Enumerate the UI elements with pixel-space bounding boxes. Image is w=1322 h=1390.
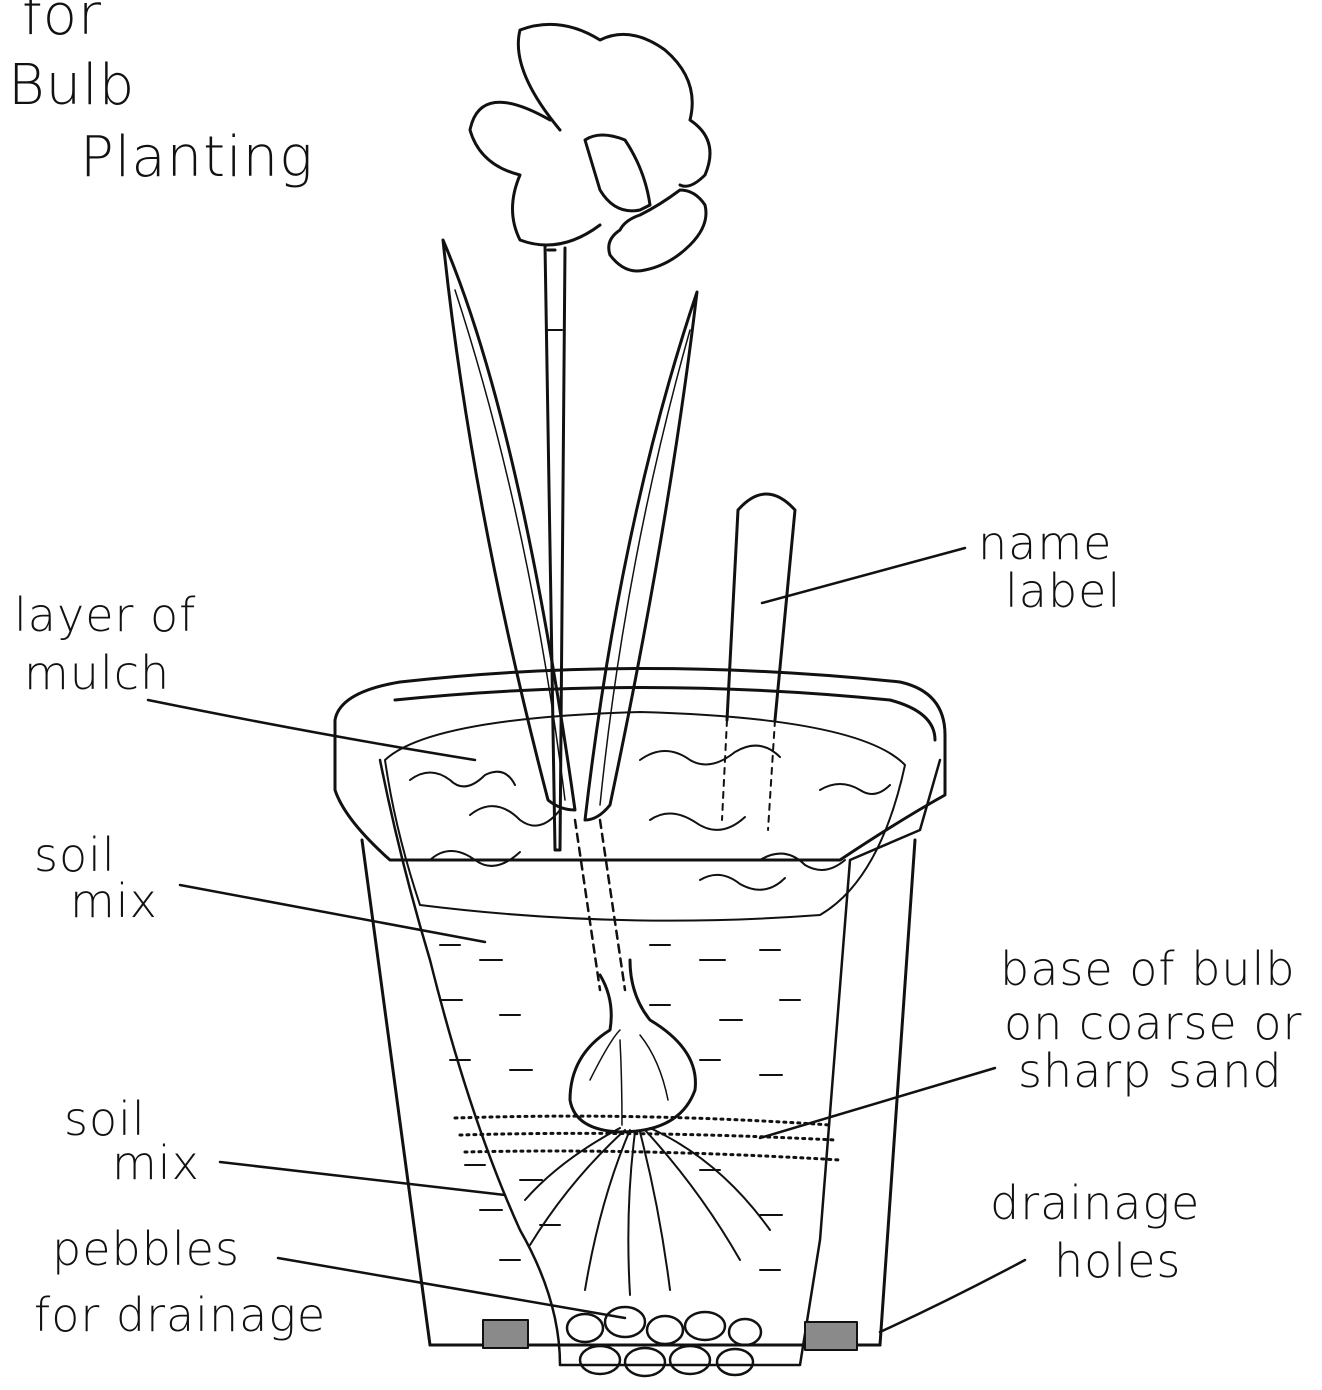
leader-name-label [762, 548, 965, 603]
mulch-layer [385, 712, 905, 921]
title-line-1: for [22, 0, 102, 44]
leader-pebbles [278, 1258, 625, 1318]
daffodil-stem [545, 245, 565, 850]
mulch-label-line-1: layer of [14, 592, 196, 638]
base-of-bulb-line-2: on coarse or [1004, 1000, 1302, 1046]
soil-mix-lower-line-2: mix [112, 1140, 200, 1186]
pebbles-line-2: for drainage [34, 1292, 326, 1338]
leader-soil-mix-lower [220, 1162, 505, 1195]
daffodil-leaves [443, 240, 697, 820]
mulch-label-line-2: mulch [24, 650, 170, 696]
bulb [570, 960, 695, 1132]
base-of-bulb-line-1: base of bulb [1000, 946, 1296, 992]
name-label-line-2: label [1005, 568, 1121, 614]
name-label-line-1: name [978, 520, 1112, 566]
leader-base-of-bulb [760, 1068, 995, 1138]
drainage-holes-line-1: drainage [990, 1180, 1200, 1226]
soil-mix-upper-line-2: mix [70, 878, 158, 924]
soil-mix-upper-line-1: soil [34, 832, 116, 878]
leader-drainage-holes [880, 1260, 1025, 1332]
base-of-bulb-line-3: sharp sand [1018, 1048, 1283, 1094]
leader-mulch [148, 700, 475, 760]
leader-lines [148, 548, 1025, 1332]
sand-layer [455, 1116, 840, 1160]
title-line-2: Bulb [8, 58, 135, 114]
leader-soil-mix-upper [180, 885, 485, 942]
daffodil-flower [470, 24, 710, 271]
title-line-3: Planting [80, 130, 314, 186]
drainage-holes-line-2: holes [1054, 1238, 1181, 1284]
soil-mix-texture [440, 945, 800, 1270]
pebbles-line-1: pebbles [52, 1226, 240, 1272]
name-label-stick [727, 494, 795, 720]
